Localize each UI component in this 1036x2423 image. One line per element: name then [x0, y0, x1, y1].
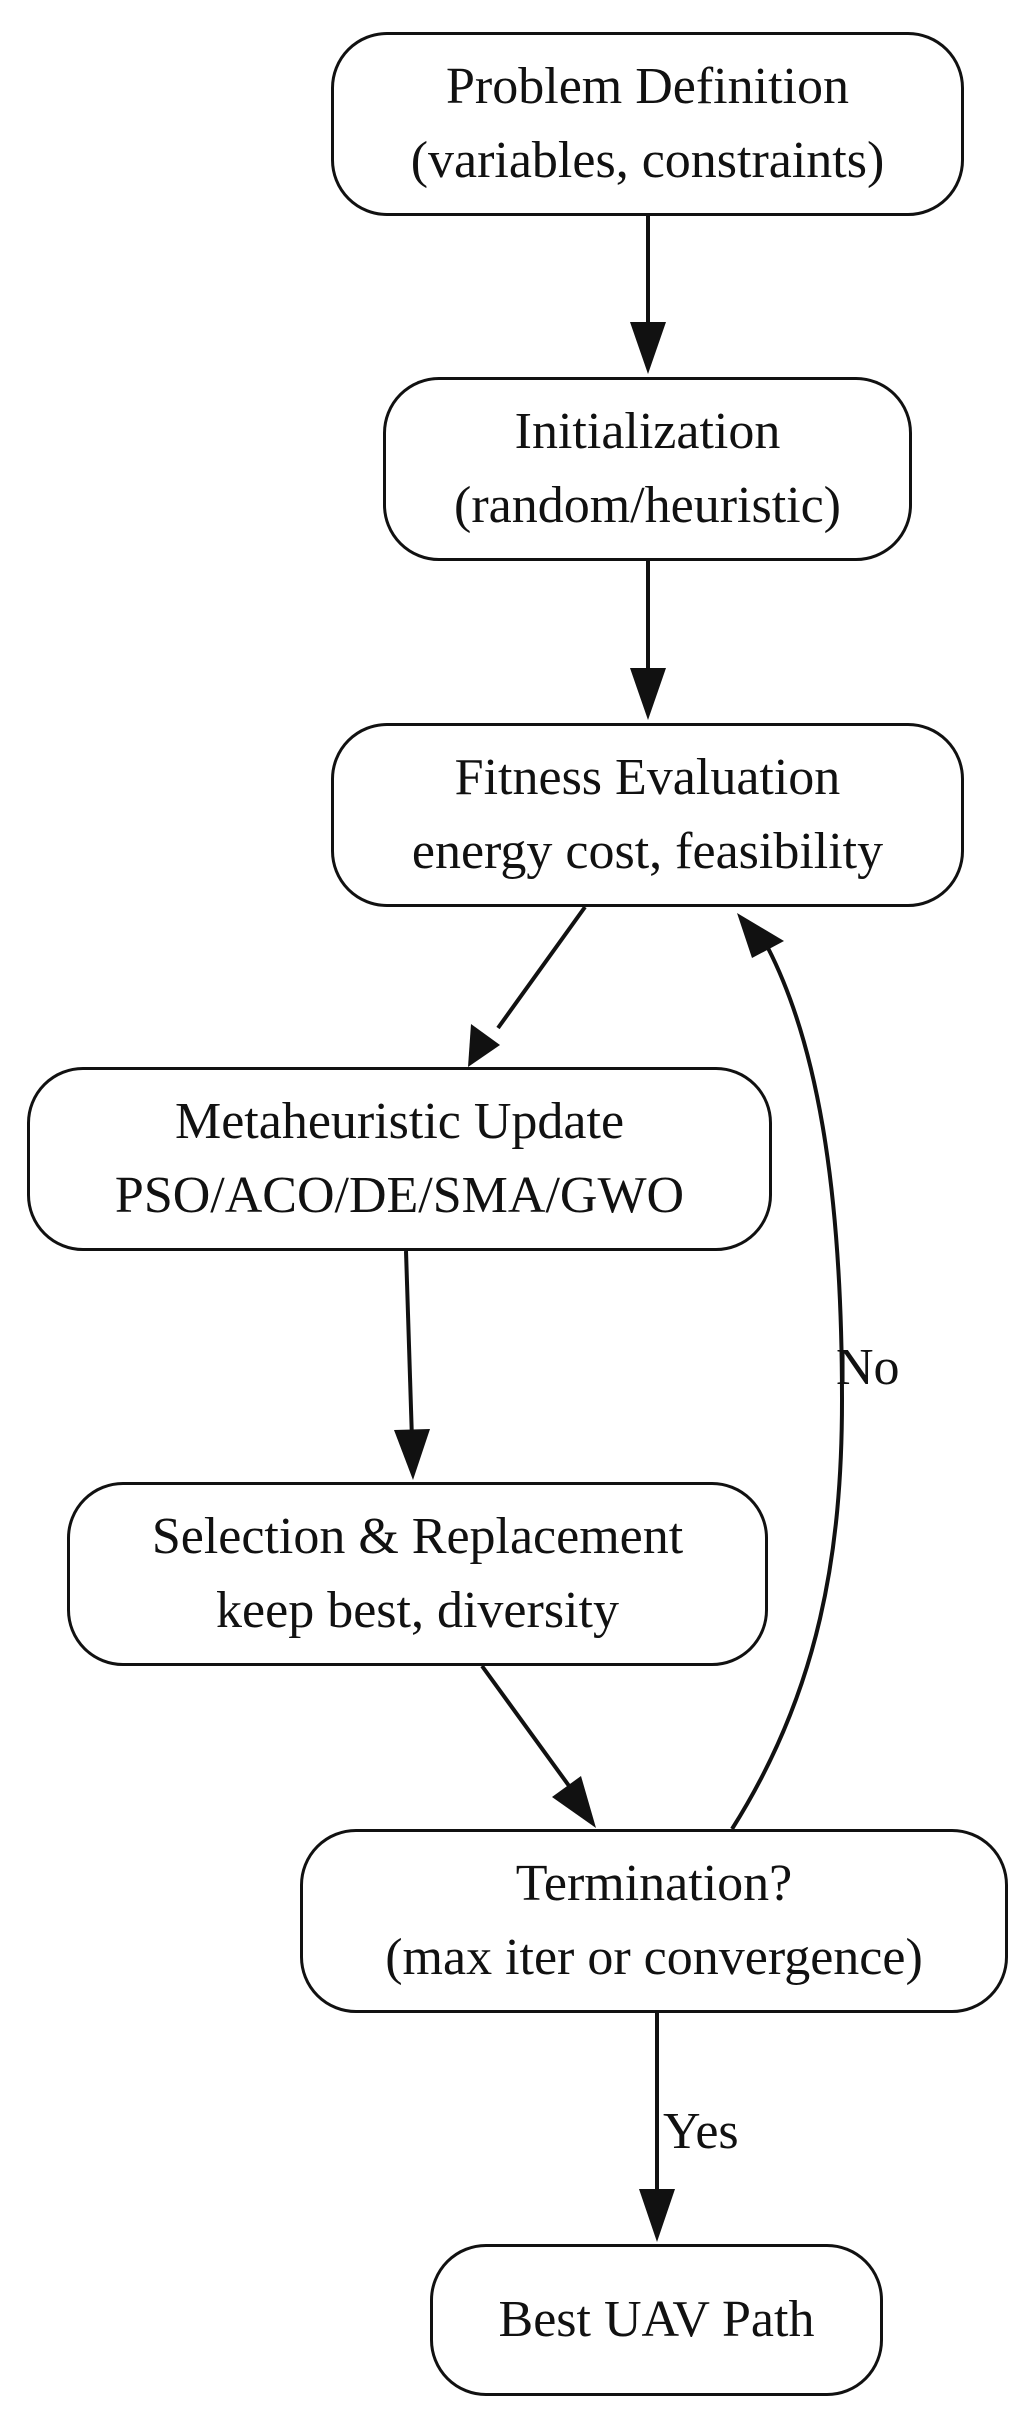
arrowhead-fitness — [630, 668, 666, 720]
edge-fitness-to-metaheuristic — [496, 905, 587, 1030]
node-best-uav-path: Best UAV Path — [430, 2244, 883, 2396]
node-selection-replacement: Selection & Replacement keep best, diver… — [67, 1482, 768, 1666]
node-fitness-evaluation-detail: energy cost, feasibility — [411, 823, 884, 880]
node-problem-definition-detail: (variables, constraints) — [410, 132, 885, 189]
arrowhead-termination — [552, 1776, 596, 1828]
edge-label-no: No — [836, 1339, 900, 1396]
arrowhead-best-path — [639, 2189, 675, 2242]
node-termination-detail: (max iter or convergence) — [385, 1929, 923, 1986]
node-metaheuristic-update: Metaheuristic Update PSO/ACO/DE/SMA/GWO — [27, 1067, 772, 1251]
arrowhead-selection — [394, 1429, 430, 1480]
arrowhead-fitness-loop — [737, 913, 784, 958]
node-problem-definition-title: Problem Definition — [446, 58, 849, 115]
node-fitness-evaluation-title: Fitness Evaluation — [454, 749, 841, 806]
node-metaheuristic-update-title: Metaheuristic Update — [174, 1093, 625, 1150]
node-fitness-evaluation: Fitness Evaluation energy cost, feasibil… — [331, 723, 964, 907]
node-metaheuristic-update-detail: PSO/ACO/DE/SMA/GWO — [114, 1167, 685, 1224]
node-termination: Termination? (max iter or convergence) — [300, 1829, 1008, 2013]
node-selection-replacement-detail: keep best, diversity — [216, 1582, 619, 1639]
edge-termination-to-fitness-no — [730, 947, 845, 1831]
edge-metaheuristic-to-selection — [404, 1250, 414, 1441]
edge-label-yes: Yes — [663, 2103, 739, 2160]
node-selection-replacement-title: Selection & Replacement — [151, 1508, 684, 1565]
node-problem-definition: Problem Definition (variables, constrain… — [331, 32, 964, 216]
node-initialization-title: Initialization — [514, 403, 781, 460]
edge-selection-to-termination — [480, 1664, 574, 1792]
arrowhead-initialization — [630, 322, 666, 374]
node-termination-title: Termination? — [515, 1855, 793, 1912]
node-initialization: Initialization (random/heuristic) — [383, 377, 912, 561]
node-initialization-detail: (random/heuristic) — [454, 477, 841, 534]
node-best-uav-path-title: Best UAV Path — [498, 2291, 815, 2348]
arrowhead-metaheuristic — [468, 1024, 500, 1067]
